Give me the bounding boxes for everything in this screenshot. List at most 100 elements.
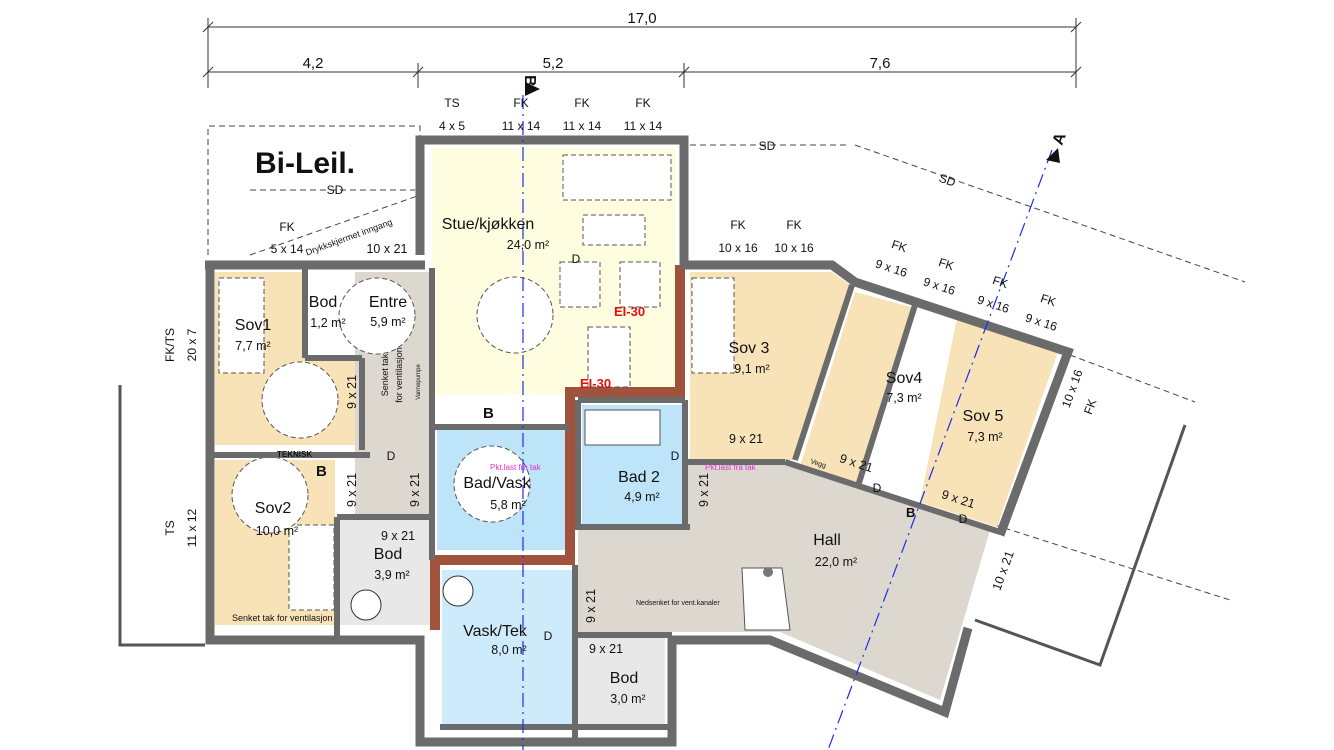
annotations-pktlast-label: Pkt.last fra tak bbox=[490, 463, 542, 472]
windows-3-size-label: 11 x 14 bbox=[624, 119, 663, 133]
doors-d921-label: 9 x 21 bbox=[729, 432, 763, 446]
outdoor-outlines bbox=[118, 125, 1246, 667]
windows-2-size-label: 11 x 14 bbox=[563, 119, 602, 133]
annotations-vegg-label: Vegg bbox=[809, 458, 826, 470]
rooms-hall-area-label: 22,0 m² bbox=[815, 555, 857, 569]
doors-d921-label: 9 x 21 bbox=[381, 529, 415, 543]
rooms-bod1-name-label: Bod bbox=[309, 294, 337, 311]
annotations-d-label: D bbox=[671, 449, 680, 463]
rooms-entre-area-label: 5,9 m² bbox=[370, 315, 405, 329]
windows-1-size-label: 11 x 14 bbox=[502, 119, 541, 133]
windows-5-size-label: 10 x 16 bbox=[718, 241, 758, 255]
annotations-d-label: D bbox=[572, 252, 581, 266]
annotations-teknisk-label: TEKNISK bbox=[277, 450, 312, 459]
annotations-b-label: B bbox=[906, 505, 915, 520]
rooms-sov2-name-label: Sov2 bbox=[255, 500, 292, 517]
rooms-bod2-name-label: Bod bbox=[374, 546, 402, 563]
annotations-senket_entre_2-label: for ventilasjon bbox=[394, 347, 404, 403]
windows-7-size-label: 9 x 16 bbox=[874, 256, 910, 280]
room-area: 24,0 m² bbox=[507, 238, 549, 252]
rooms-sov4-name-label: Sov4 bbox=[886, 370, 923, 387]
windows-0-size-label: 4 x 5 bbox=[439, 119, 465, 133]
rooms-bod3-area-label: 3,0 m² bbox=[610, 692, 645, 706]
annotations-b-label: B bbox=[316, 463, 327, 480]
fire-wall-ei30 bbox=[430, 265, 685, 630]
rooms-sov1-area-label: 7,7 m² bbox=[235, 339, 270, 353]
doors-d921-label: 9 x 21 bbox=[345, 375, 359, 409]
windows-10-type-label: FK bbox=[1039, 291, 1058, 309]
dim-total: 17,0 bbox=[627, 10, 656, 27]
rooms-hall-name-label: Hall bbox=[813, 532, 841, 549]
dimension-lines bbox=[202, 18, 1082, 88]
section-a-arrow-icon bbox=[1046, 148, 1060, 163]
windows-1-type-label: FK bbox=[513, 96, 528, 110]
exterior-walls bbox=[205, 135, 1074, 747]
windows-13-type-label: TS bbox=[163, 520, 177, 535]
doors-d1021-label: 10 x 21 bbox=[990, 549, 1017, 592]
windows-11-type-label: FK bbox=[1081, 397, 1099, 416]
doors-d921-label: 9 x 21 bbox=[408, 473, 422, 507]
annotations-d-label: D bbox=[544, 629, 553, 643]
rooms-sov5-area-label: 7,3 m² bbox=[967, 430, 1002, 444]
rooms-bod2-area-label: 3,9 m² bbox=[374, 568, 409, 582]
rooms-sov2-area-label: 10,0 m² bbox=[256, 524, 298, 538]
annotations-senket_entre_1-label: Senket tak bbox=[380, 353, 390, 396]
windows-4-size-label: 5 x 14 bbox=[271, 242, 304, 256]
windows-7-type-label: FK bbox=[890, 237, 909, 255]
windows-0-type-label: TS bbox=[444, 96, 459, 110]
annotations-sd-label: SD bbox=[937, 171, 958, 190]
dim-seg1: 4,2 bbox=[303, 55, 324, 72]
rooms-sov5-name-label: Sov 5 bbox=[963, 408, 1004, 425]
dim-seg3: 7,6 bbox=[870, 55, 891, 72]
annotations-nedsenket-label: Nedsenket for vent.kanaler bbox=[636, 600, 720, 607]
windows-9-size-label: 9 x 16 bbox=[976, 292, 1012, 316]
rooms-sov4-area-label: 7,3 m² bbox=[886, 391, 921, 405]
room-labels: Stue/kjøkken 24,0 m² Sov1 7,7 m² Bod 1,2… bbox=[235, 216, 1004, 706]
windows-5-type-label: FK bbox=[730, 218, 745, 232]
annotations-pktlast-label: Pkt.last fra tak bbox=[705, 463, 757, 472]
rooms-vasktek-name-label: Vask/Tek bbox=[463, 623, 528, 640]
rooms-badvask-name-label: Bad/Vask bbox=[463, 475, 531, 492]
ei30-label: EI-30 bbox=[614, 304, 645, 319]
rooms-sov3-name-label: Sov 3 bbox=[729, 340, 770, 357]
section-a-label: A bbox=[1050, 130, 1070, 147]
room-sov5 bbox=[920, 318, 1058, 527]
rooms-entre-name-label: Entre bbox=[369, 294, 407, 311]
windows-10-size-label: 9 x 16 bbox=[1024, 310, 1060, 334]
annotations-d-label: D bbox=[873, 481, 882, 495]
rooms-bod1-area-label: 1,2 m² bbox=[310, 316, 345, 330]
plan-title: Bi-Leil. bbox=[255, 147, 355, 180]
doors-d921-label: 9 x 21 bbox=[589, 642, 623, 656]
annotations-sd-label: SD bbox=[327, 183, 344, 197]
annotations-b-label: B bbox=[483, 405, 494, 422]
doors-d921-label: 9 x 21 bbox=[697, 473, 711, 507]
room-sov4 bbox=[800, 292, 915, 488]
section-line-a bbox=[827, 149, 1053, 750]
rooms-vasktek-area-label: 8,0 m² bbox=[491, 643, 526, 657]
interior-walls bbox=[210, 268, 1001, 742]
dim-seg2: 5,2 bbox=[543, 55, 564, 72]
annotations-senket_sov2-label: Senket tak for ventilasjon bbox=[232, 613, 333, 623]
annotations-varmepumpe-label: Varmepumpe bbox=[416, 364, 422, 400]
windows-9-type-label: FK bbox=[991, 273, 1010, 291]
windows-6-type-label: FK bbox=[786, 218, 801, 232]
section-b-label: B bbox=[521, 75, 538, 87]
windows-2-type-label: FK bbox=[574, 96, 589, 110]
windows-6-size-label: 10 x 16 bbox=[774, 241, 814, 255]
room-bod3 bbox=[578, 638, 665, 725]
doors-d1021-label: 10 x 21 bbox=[366, 242, 407, 256]
section-b-arrow-icon bbox=[525, 82, 540, 96]
rooms-sov1-name-label: Sov1 bbox=[235, 317, 272, 334]
ei30-label: EI-30 bbox=[580, 376, 611, 391]
rooms-sov3-area-label: 9,1 m² bbox=[734, 362, 769, 376]
room-name: Stue/kjøkken bbox=[442, 216, 534, 233]
annotations-d-label: D bbox=[387, 449, 396, 463]
windows-13-size-label: 11 x 12 bbox=[185, 508, 199, 547]
windows-12-type-label: FK/TS bbox=[163, 328, 177, 362]
rooms-badvask-area-label: 5,8 m² bbox=[490, 498, 525, 512]
annotations-d-label: D bbox=[959, 512, 968, 526]
windows-8-size-label: 9 x 16 bbox=[922, 274, 958, 298]
annotations-sd-label: SD bbox=[759, 139, 776, 153]
windows-12-size-label: 20 x 7 bbox=[185, 328, 199, 361]
